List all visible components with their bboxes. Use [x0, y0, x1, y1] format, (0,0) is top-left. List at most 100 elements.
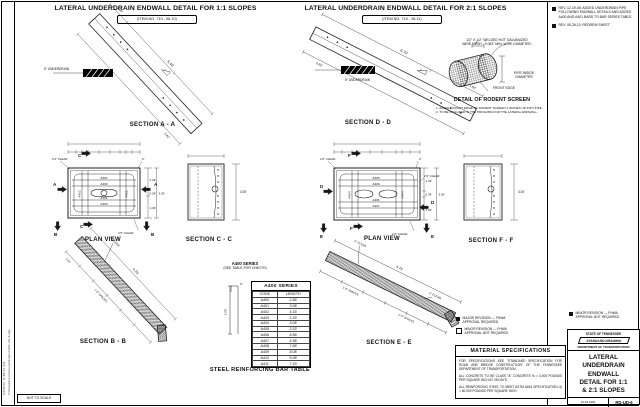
cut-letter-c: C [78, 153, 82, 158]
dim: 0.34' [426, 193, 433, 197]
bar-label: A406 [372, 182, 380, 186]
detail-title-1to1: LATERAL UNDERDRAIN ENDWALL DETAIL FOR 1:… [54, 5, 257, 12]
rodent-screen-drawing: 2" [448, 41, 507, 92]
bb-dim-top: 4.25' [132, 267, 140, 275]
revision-notes: REV. 12-19-08: ADDED UNDERDRAIN PIPE FOL… [552, 6, 636, 28]
revision-legend: MAJOR REVISION — FHWA APPROVAL REQUIRED.… [456, 316, 548, 338]
title-block-date: 10-26-1994 [568, 398, 609, 407]
clear-label: 2.5" CLEAR [52, 157, 68, 161]
revision-square-icon [552, 6, 556, 11]
bb-dim-end: 1.00' [65, 257, 72, 264]
bar-label: A403 [100, 202, 108, 206]
section-dd-caption: SECTION D - D [344, 120, 392, 126]
cc-height-dim: 3.00' [240, 190, 247, 194]
cut-letter-a: A [53, 182, 57, 187]
right-column-line [547, 2, 548, 405]
title-block-title: LATERAL UNDERDRAIN ENDWALL DETAIL FOR 1:… [579, 354, 628, 395]
revision-note-1: REV. 12-19-08: ADDED UNDERDRAIN PIPE FOL… [552, 6, 636, 19]
section-cc-caption: SECTION C - C [185, 237, 233, 243]
bar-label: A407 [372, 204, 380, 208]
material-specifications-title: MATERIAL SPECIFICATIONS [456, 346, 565, 357]
plan-view-1to1-caption: PLAN VIEW [84, 237, 122, 243]
bb-spaces: 1'-0" SPACES [93, 288, 108, 304]
ff-height-dim: 3.00' [518, 190, 525, 194]
underdrain-pipe-dd [341, 66, 375, 74]
bar-label: A402 [78, 190, 82, 198]
cut-letter-a: A [154, 182, 158, 187]
rodent-top-dim: 2" [476, 41, 479, 45]
aa-dim-bottom: 0.42' [163, 132, 171, 140]
cut-letter-b: B [151, 232, 155, 237]
plan-view-2to1-drawing: A405 A406 A406 A407 A404 A404 2.5" CLEAR… [320, 142, 446, 239]
title-block: STATE OF TENNESSEE STANDARD DRAWING DEPA… [567, 329, 640, 407]
bb-clear: 2" CLEAR [109, 235, 121, 247]
rodent-screen-caption: DETAIL OF RODENT SCREEN [453, 97, 531, 103]
dim: 0.34' [150, 192, 157, 196]
section-aa-drawing: 5.40' 1.00' 0.42' 1 1 [53, 2, 214, 146]
corner-dim: 2" [419, 157, 422, 161]
bar-label: A404 [348, 191, 352, 199]
legend-major: MAJOR REVISION — FHWA APPROVAL REQUIRED. [456, 316, 548, 324]
dim-total: 3.00' [439, 193, 446, 197]
major-revision-square-icon [456, 316, 460, 321]
clear-label: 2.5" CLEAR [118, 231, 134, 235]
dd-slope-b: 1 [419, 68, 423, 72]
plot-stamp-path: T:\Standard Drawings\English\RD-UD-6.dgn [7, 328, 11, 395]
not-to-scale-box: NOT TO SCALE [17, 394, 61, 403]
bar-shape-dim2: 2.08' [224, 308, 228, 315]
legend-minor: MINOR REVISION — FHWA APPROVAL NOT REQUI… [456, 327, 548, 335]
item-no-2to1: (ITEM NO. 710 - 06.11) [362, 15, 442, 24]
plan-view-1to1-drawing: A401 A400 A401 A403 A402 A402 2.5" CLEAR… [52, 142, 166, 237]
col-length: LENGTH [276, 291, 311, 298]
bar-bend-diagram: 3" 2.08' [224, 282, 243, 335]
aa-slope-b: 1 [163, 68, 167, 72]
title-block-footer: 10-26-1994 RD-UD-6 [568, 397, 639, 407]
bar-shape-dim1: 3" [240, 282, 243, 286]
cut-letter-c: C [80, 224, 84, 229]
aa-dim-end: 1.00' [116, 6, 124, 14]
a400-series-note: A400 SERIES (SEE TABLE FOR LENGTH) [223, 261, 267, 270]
dim-total: 3.00' [159, 192, 166, 196]
dim: 1.33' [150, 178, 157, 182]
dd-slope-a: 2 [429, 68, 433, 72]
revision-note-2: REV. 05-26-10: REDREW SHEET. [552, 23, 636, 28]
cut-letter-e: E [320, 234, 323, 239]
dim: 1.33' [426, 179, 433, 183]
standard-drawing-banner: STANDARD DRAWING [577, 336, 630, 344]
rodent-mesh-note: 1/2" X 1/2" WELDED HOT GALVANIZED WIRE M… [462, 38, 532, 46]
section-ff-caption: SECTION F - F [468, 238, 514, 244]
aa-dim-top: 5.40' [166, 60, 175, 69]
cut-letter-b: B [54, 232, 58, 237]
detail-title-2to1: LATERAL UNDERDRAIN ENDWALL DETAIL FOR 2:… [304, 5, 507, 12]
bar-label: A400 [100, 182, 108, 186]
bar-label: A401 [100, 176, 108, 180]
material-specifications-box: MATERIAL SPECIFICATIONS FOR SPECIFICATIO… [455, 345, 566, 399]
bar-label: A401 [100, 196, 108, 200]
ee-clear: 2" CLEAR [354, 239, 368, 248]
title-block-department: DEPARTMENT OF TRANSPORTATION [568, 345, 639, 351]
dd-dim-top: 6.70' [400, 49, 409, 56]
minor-revision-filled-square-icon [569, 311, 573, 316]
material-specifications-body: FOR SPECIFICATIONS SEE "STANDARD SPECIFI… [459, 359, 562, 393]
aa-underdrain-label: 6" UNDERDRAIN [44, 66, 70, 71]
ee-spaces: 1'-0" SPACES [342, 285, 360, 296]
cut-letter-f: F [348, 153, 351, 158]
dim: 1.33' [150, 206, 157, 210]
section-bb-drawing: 4.25' 2" CLEAR 1'-0" SPACES 1.00' [64, 226, 178, 344]
aa-slope-a: 1 [172, 72, 176, 76]
revision-square-icon [552, 23, 556, 28]
ee-clear2: 2" CLEAR [428, 291, 442, 300]
minor-revision-square-icon [456, 327, 462, 334]
